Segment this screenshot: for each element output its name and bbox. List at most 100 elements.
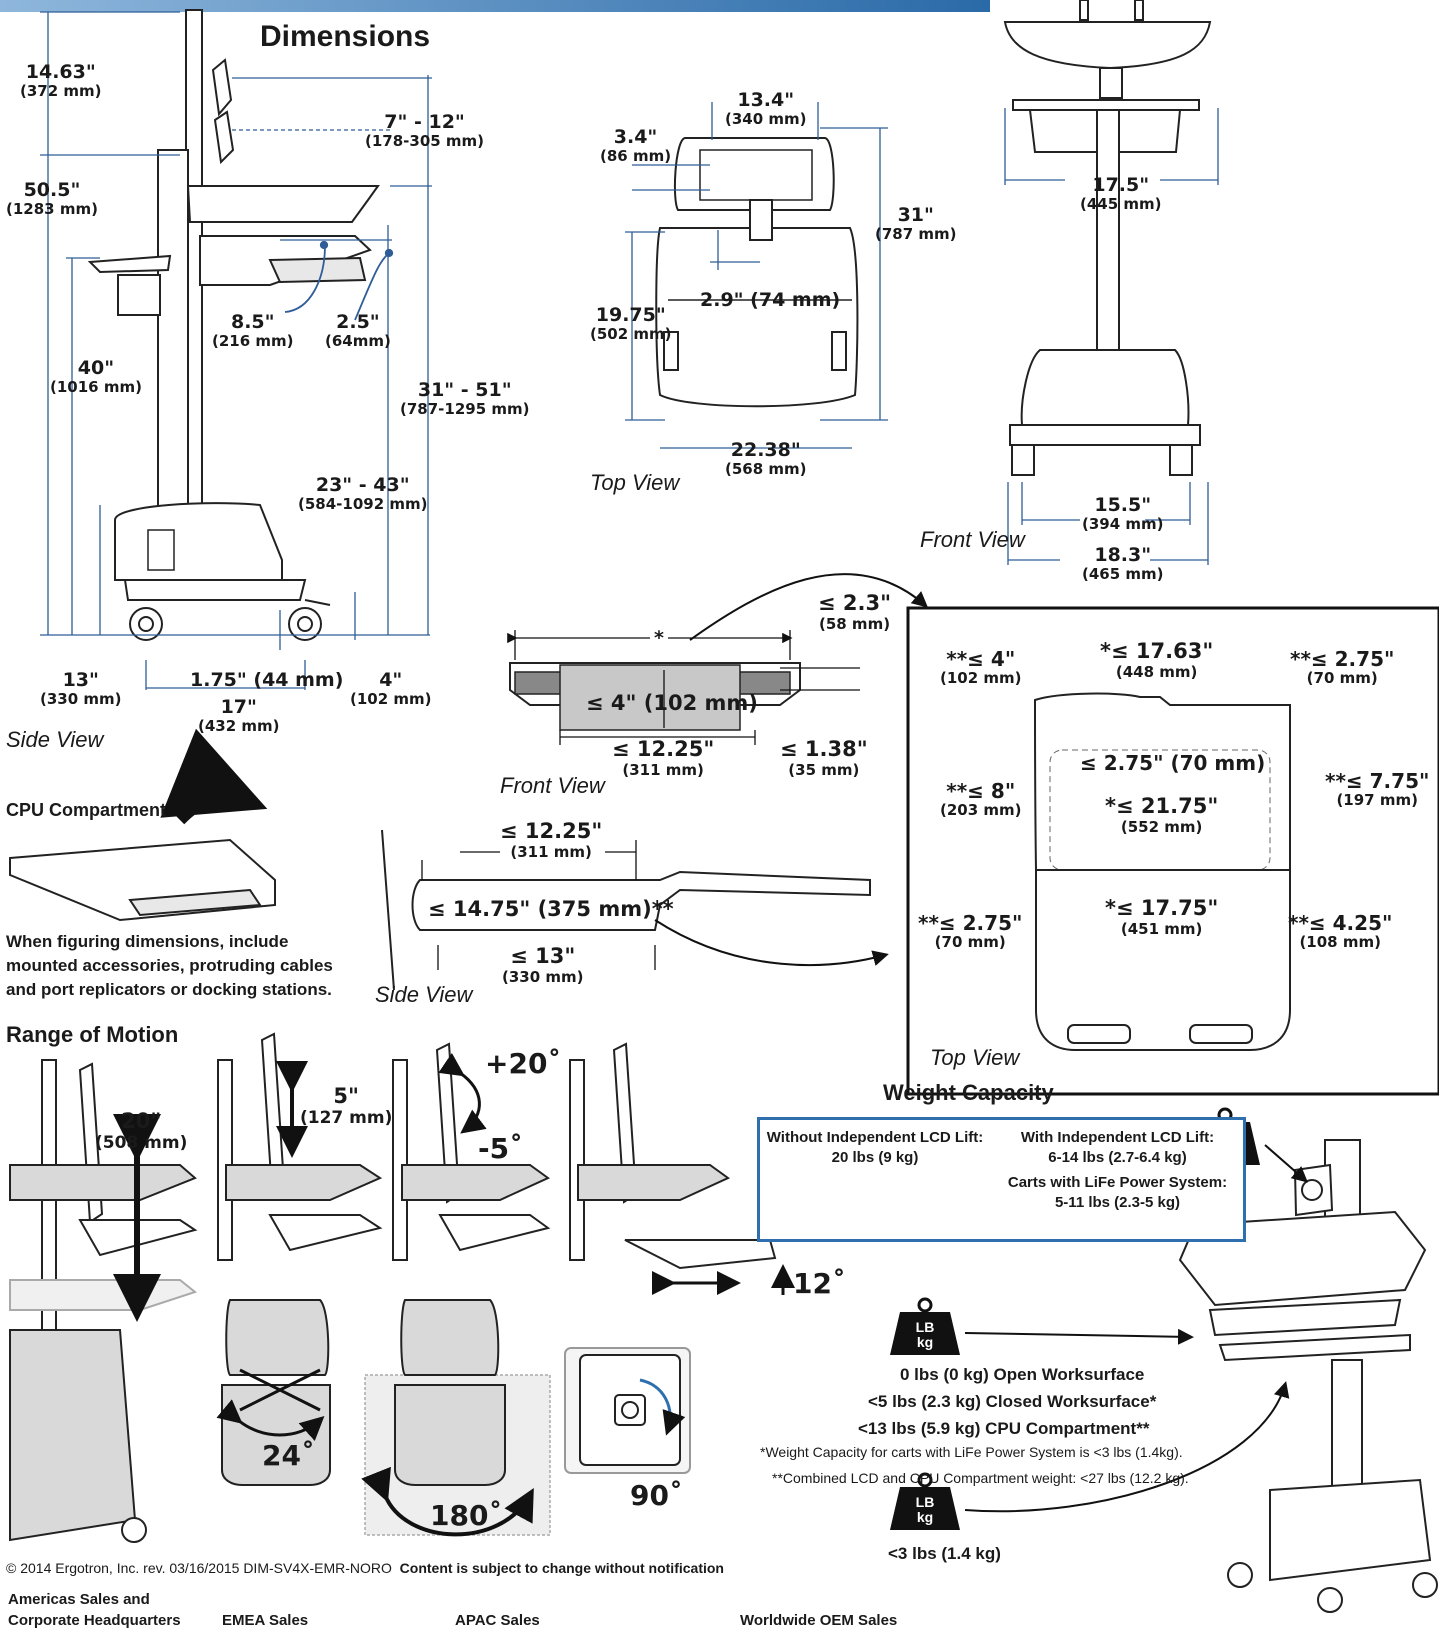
dimension-label: ≤ 12.25"(311 mm) [500,819,603,861]
header-gradient-bar [0,0,990,12]
footer-copyright: © 2014 Ergotron, Inc. rev. 03/16/2015 DI… [6,1560,392,1576]
dimension-label: 18.3"(465 mm) [1082,544,1164,584]
footer: © 2014 Ergotron, Inc. rev. 03/16/2015 DI… [6,1560,724,1576]
cpu-compartment-drawing [9,728,276,922]
range-of-motion-top-180 [361,1299,551,1537]
page-title: Dimensions [260,20,431,53]
bottom-weight-label: <3 lbs (1.4 kg) [888,1544,1001,1563]
front-view-label: Front View [920,527,1025,552]
footer-notice: Content is subject to change without not… [399,1560,724,1576]
dimension-label: 2.9" (74 mm) [700,289,841,311]
dimension-label: 17"(432 mm) [198,696,280,736]
weight-list-item: <13 lbs (5.9 kg) CPU Compartment** [858,1419,1150,1438]
dimension-label: 7" - 12"(178-305 mm) [365,111,485,151]
range-of-motion-frame-1 [9,1059,198,1543]
cpu-front-view-label: Front View [500,773,605,798]
dimension-label: 15.5"(394 mm) [1082,494,1164,534]
motion-label: -5˚ [478,1132,524,1165]
range-of-motion-heading: Range of Motion [6,1022,179,1047]
dimension-label: **≤ 4"(102 mm) [940,647,1022,688]
dimension-label: 19.75"(502 mm) [590,304,672,344]
front-view-dimension-lines [1004,108,1219,565]
dimension-label: ≤ 12.25"(311 mm) [612,737,715,779]
weight-list-item: <5 lbs (2.3 kg) Closed Worksurface* [868,1392,1157,1411]
dimension-label: 3.4"(86 mm) [600,126,672,166]
dimension-label: 31"(787 mm) [875,204,957,244]
dimension-label: 31" - 51"(787-1295 mm) [400,379,530,419]
motion-label: 180˚ [430,1499,503,1532]
dimension-label: **≤ 8"(203 mm) [940,779,1022,820]
dimension-label: *≤ 21.75"(552 mm) [1105,794,1219,836]
dimension-label: 13"(330 mm) [40,669,122,709]
dimension-label: ≤ 2.75" (70 mm) [1080,751,1266,775]
weight-icon-3 [890,1472,960,1530]
dimension-label: 4"(102 mm) [350,669,432,709]
side-view-dimension-lines [40,11,432,690]
weight-list: 0 lbs (0 kg) Open Worksurface <5 lbs (2.… [858,1361,1156,1442]
top-view-dimension-lines [625,102,888,449]
dimension-label: 14.63"(372 mm) [20,61,102,101]
dimension-label: 50.5"(1283 mm) [6,179,98,219]
top-view-label: Top View [590,470,680,495]
bottom-heading-emea: EMEA Sales [222,1612,309,1629]
dimension-label: ≤ 14.75" (375 mm)** [428,897,674,921]
dimension-label: **≤ 4.25"(108 mm) [1288,911,1393,952]
dimension-label: 23" - 43"(584-1092 mm) [298,474,428,514]
dimension-label: 13.4"(340 mm) [725,89,807,129]
dimension-label: *≤ 17.75"(451 mm) [1105,896,1219,938]
dimension-label: ≤ 4" (102 mm) [586,691,758,715]
range-of-motion-frame-4 [569,1042,795,1295]
cpu-top-view-drawing [1033,692,1292,1051]
cpu-side-view-label: Side View [375,982,473,1007]
bottom-heading-oem: Worldwide OEM Sales [740,1612,898,1629]
cpu-side-view-drawing [381,829,871,991]
dimension-label: 1.75" (44 mm) [190,669,344,691]
dimension-label: **≤ 7.75"(197 mm) [1325,769,1430,810]
motion-label: 20"(508 mm) [95,1109,188,1153]
dimension-label: ≤ 13"(330 mm) [502,944,584,986]
with-lift-column: With Independent LCD Lift: 6-14 lbs (2.7… [1007,1129,1228,1211]
cpu-top-view-label: Top View [930,1045,1020,1070]
bottom-heading-americas: Americas Sales and [8,1591,150,1608]
motion-label: 24˚ [262,1439,315,1472]
front-view-cart-drawing [1003,0,1212,476]
cpu-compartment-note: When figuring dimensions, include mounte… [6,932,333,999]
weight-capacity-heading: Weight Capacity [883,1080,1054,1105]
bottom-heading-apac: APAC Sales [455,1612,540,1629]
width-star-label: * [650,627,668,650]
motion-label: 90˚ [630,1479,683,1512]
dimension-label: 8.5"(216 mm) [212,311,294,351]
motion-label: 5"(127 mm) [300,1084,393,1128]
weight-icon-2 [890,1297,960,1355]
dimension-label: **≤ 2.75"(70 mm) [1290,647,1395,688]
dimension-label: **≤ 2.75"(70 mm) [918,911,1023,952]
cpu-front-view-drawing [509,662,801,731]
range-of-motion-frame-3 [392,1042,551,1261]
dimension-label: ≤ 2.3"(58 mm) [818,591,892,633]
cpu-top-view-frame [906,606,1439,1096]
weight-footnote-1: *Weight Capacity for carts with LiFe Pow… [760,1444,1183,1460]
without-lift-column: Without Independent LCD Lift: 20 lbs (9 … [766,1129,984,1167]
cpu-compartment-heading: CPU Compartment [6,800,167,820]
dimension-label: ≤ 1.38"(35 mm) [780,737,868,779]
motion-label: 12˚ [793,1267,846,1300]
side-view-label: Side View [6,727,104,752]
weight-footnote-2: **Combined LCD and CPU Compartment weigh… [772,1470,1189,1486]
top-view-cart-drawing [655,137,859,408]
range-of-motion-frame-2 [217,1032,383,1261]
range-of-motion-top-24 [216,1299,331,1486]
weight-list-item: 0 lbs (0 kg) Open Worksurface [900,1365,1145,1384]
dimension-label: 17.5"(445 mm) [1080,174,1162,214]
dimension-label: 22.38"(568 mm) [725,439,807,479]
side-view-cart-drawing [87,9,380,641]
dimension-label: 2.5"(64mm) [325,311,391,351]
motion-label: +20˚ [485,1047,562,1080]
weight-capacity-box: Without Independent LCD Lift: 20 lbs (9 … [757,1117,1246,1242]
bottom-heading-americas-2: Corporate Headquarters [8,1612,181,1629]
dimension-label: 40"(1016 mm) [50,357,142,397]
range-of-motion-rotate-90 [564,1347,691,1474]
